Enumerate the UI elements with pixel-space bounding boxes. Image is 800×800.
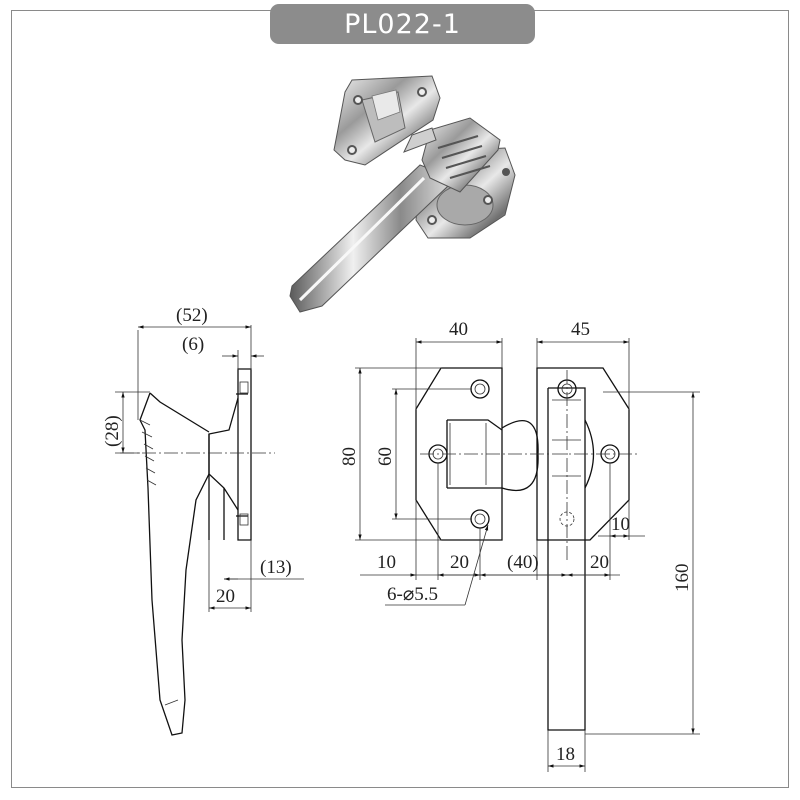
dim-grip-height: (28) [102,415,123,447]
dim-edge-left: 10 [377,552,396,573]
dim-plate-height: 80 [339,447,360,466]
dim-offset: (13) [260,557,292,578]
dim-handle-width: 18 [556,744,575,765]
front-view [355,338,700,772]
dim-overall-depth: (52) [176,305,208,326]
dim-hole-offset-left: 20 [450,552,469,573]
dim-gap: (40) [507,552,539,573]
dim-total-length: 160 [672,564,693,593]
dim-edge-right: 10 [611,514,630,535]
side-view [115,325,304,736]
product-code-badge: PL022-1 [270,4,535,44]
dim-hole-spacing: 60 [375,447,396,466]
dim-holes: 6-⌀5.5 [387,584,438,605]
dim-base-width: 20 [216,586,235,607]
keeper-plate [333,75,441,166]
dim-plate-thickness: (6) [182,334,204,355]
product-photo [289,75,516,313]
lever-handle [289,117,501,313]
dim-plate-width-left: 40 [449,319,468,340]
dim-plate-width-right: 45 [571,319,590,340]
dim-hole-offset-right: 20 [590,552,609,573]
